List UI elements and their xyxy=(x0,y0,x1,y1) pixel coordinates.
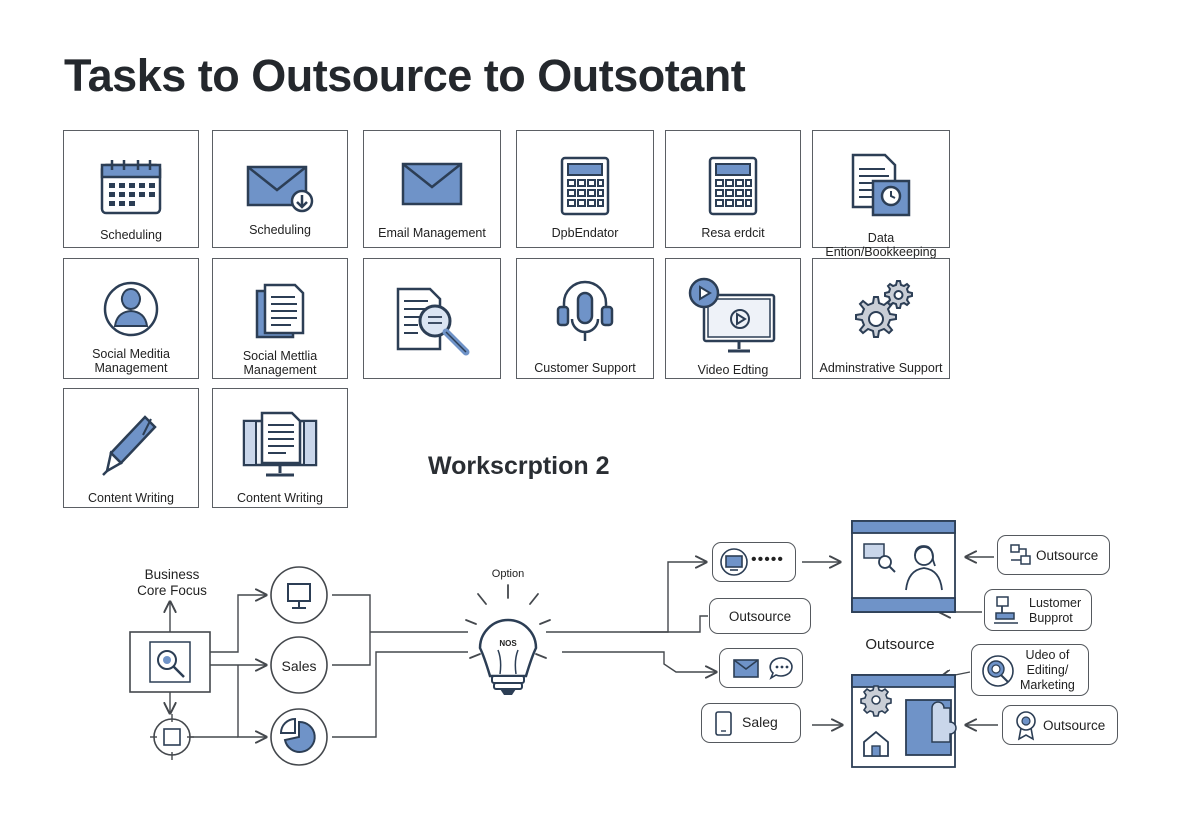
task-label: Data Ention/Bookkeeping xyxy=(825,231,937,259)
video-monitor-icon xyxy=(688,277,776,353)
task-card-content-writing-1[interactable]: Content Writing xyxy=(63,388,199,508)
task-card-administrative-support[interactable]: Adminstrative Support xyxy=(812,258,950,379)
sales-pill[interactable]: Saleg xyxy=(701,703,801,743)
task-label: Resa erdcit xyxy=(701,226,765,240)
task-card-data-entry[interactable]: Data Ention/Bookkeeping xyxy=(812,130,950,259)
task-label: DpbEndator xyxy=(551,226,619,240)
chat-bubble-icon xyxy=(769,657,793,680)
document-magnifier-icon xyxy=(396,287,470,356)
task-label: Video Edting xyxy=(697,363,769,377)
outsource-center-label: Outsource xyxy=(865,636,935,653)
task-card-customer-support[interactable]: Customer Support xyxy=(516,258,654,379)
task-label: Email Management xyxy=(378,226,486,240)
task-card-resa-erdcit[interactable]: Resa erdcit xyxy=(665,130,801,248)
calendar-icon xyxy=(100,160,162,215)
task-card-scheduling-email[interactable]: Scheduling xyxy=(212,130,348,248)
task-card-scheduling[interactable]: Scheduling xyxy=(63,130,199,248)
task-card-research[interactable] xyxy=(363,258,501,379)
pen-icon xyxy=(102,415,157,476)
email-download-icon xyxy=(246,165,314,213)
task-label: Scheduling xyxy=(100,228,162,242)
bulb-text: NOS xyxy=(499,639,517,648)
monitor-chat-icon xyxy=(720,548,748,576)
headset-icon xyxy=(556,280,614,341)
right-outsource-pill-bottom[interactable]: Outsource xyxy=(1002,705,1118,745)
right-outsource-pill-top-label: Outsource xyxy=(1036,548,1099,563)
sales-circle-label: Sales xyxy=(281,658,317,674)
globe-icon xyxy=(982,655,1014,687)
task-label: Adminstrative Support xyxy=(819,361,943,375)
task-label: Content Writing xyxy=(88,491,174,505)
badge-icon xyxy=(1016,711,1036,741)
tablet-icon xyxy=(715,711,732,736)
page-title: Tasks to Outsource to Outsotant xyxy=(64,50,746,101)
task-label: Social Mettlia Management xyxy=(242,349,318,377)
right-outsource-pill-bottom-label: Outsource xyxy=(1043,718,1106,733)
connector-icon xyxy=(1010,544,1031,565)
task-label: Social Meditia Management xyxy=(92,347,170,375)
monitor-document-icon xyxy=(242,411,318,477)
envelope-icon xyxy=(733,659,759,678)
messages-pill[interactable] xyxy=(719,648,803,688)
video-editing-pill-label: Udeo of Editing/ Marketing xyxy=(1020,648,1075,692)
task-label: Content Writing xyxy=(237,491,323,505)
task-card-content-writing-2[interactable]: Content Writing xyxy=(212,388,348,508)
ellipsis-text: ••••• xyxy=(751,551,785,568)
option-label: Option xyxy=(491,568,525,580)
stamp-icon xyxy=(994,596,1018,624)
task-card-email-management[interactable]: Email Management xyxy=(363,130,501,248)
task-card-social-media-1[interactable]: Social Meditia Management xyxy=(63,258,199,379)
document-clock-icon xyxy=(851,153,911,217)
video-editing-pill[interactable]: Udeo of Editing/ Marketing xyxy=(971,644,1089,696)
chat-pill[interactable]: ••••• xyxy=(712,542,796,582)
task-card-video-editing[interactable]: Video Edting xyxy=(665,258,801,379)
sales-pill-label: Saleg xyxy=(742,714,778,730)
task-card-dpbendator[interactable]: DpbEndator xyxy=(516,130,654,248)
calculator-icon xyxy=(708,156,758,216)
task-label: Scheduling xyxy=(249,223,311,237)
person-icon xyxy=(103,281,159,337)
task-label: Customer Support xyxy=(534,361,636,375)
customer-support-pill[interactable]: Lustomer Bupprot xyxy=(984,589,1092,631)
documents-icon xyxy=(255,283,305,339)
gears-icon xyxy=(855,280,913,338)
envelope-icon xyxy=(401,162,463,206)
outsource-pill-label: Outsource xyxy=(728,609,792,624)
section-title: Workscrption 2 xyxy=(428,452,610,480)
business-core-label: Business Core Focus xyxy=(137,567,207,598)
customer-support-pill-label: Lustomer Bupprot xyxy=(1029,596,1082,625)
outsource-pill[interactable]: Outsource xyxy=(709,598,811,634)
calculator-icon xyxy=(560,156,610,216)
right-outsource-pill-top[interactable]: Outsource xyxy=(997,535,1110,575)
task-card-social-media-2[interactable]: Social Mettlia Management xyxy=(212,258,348,379)
